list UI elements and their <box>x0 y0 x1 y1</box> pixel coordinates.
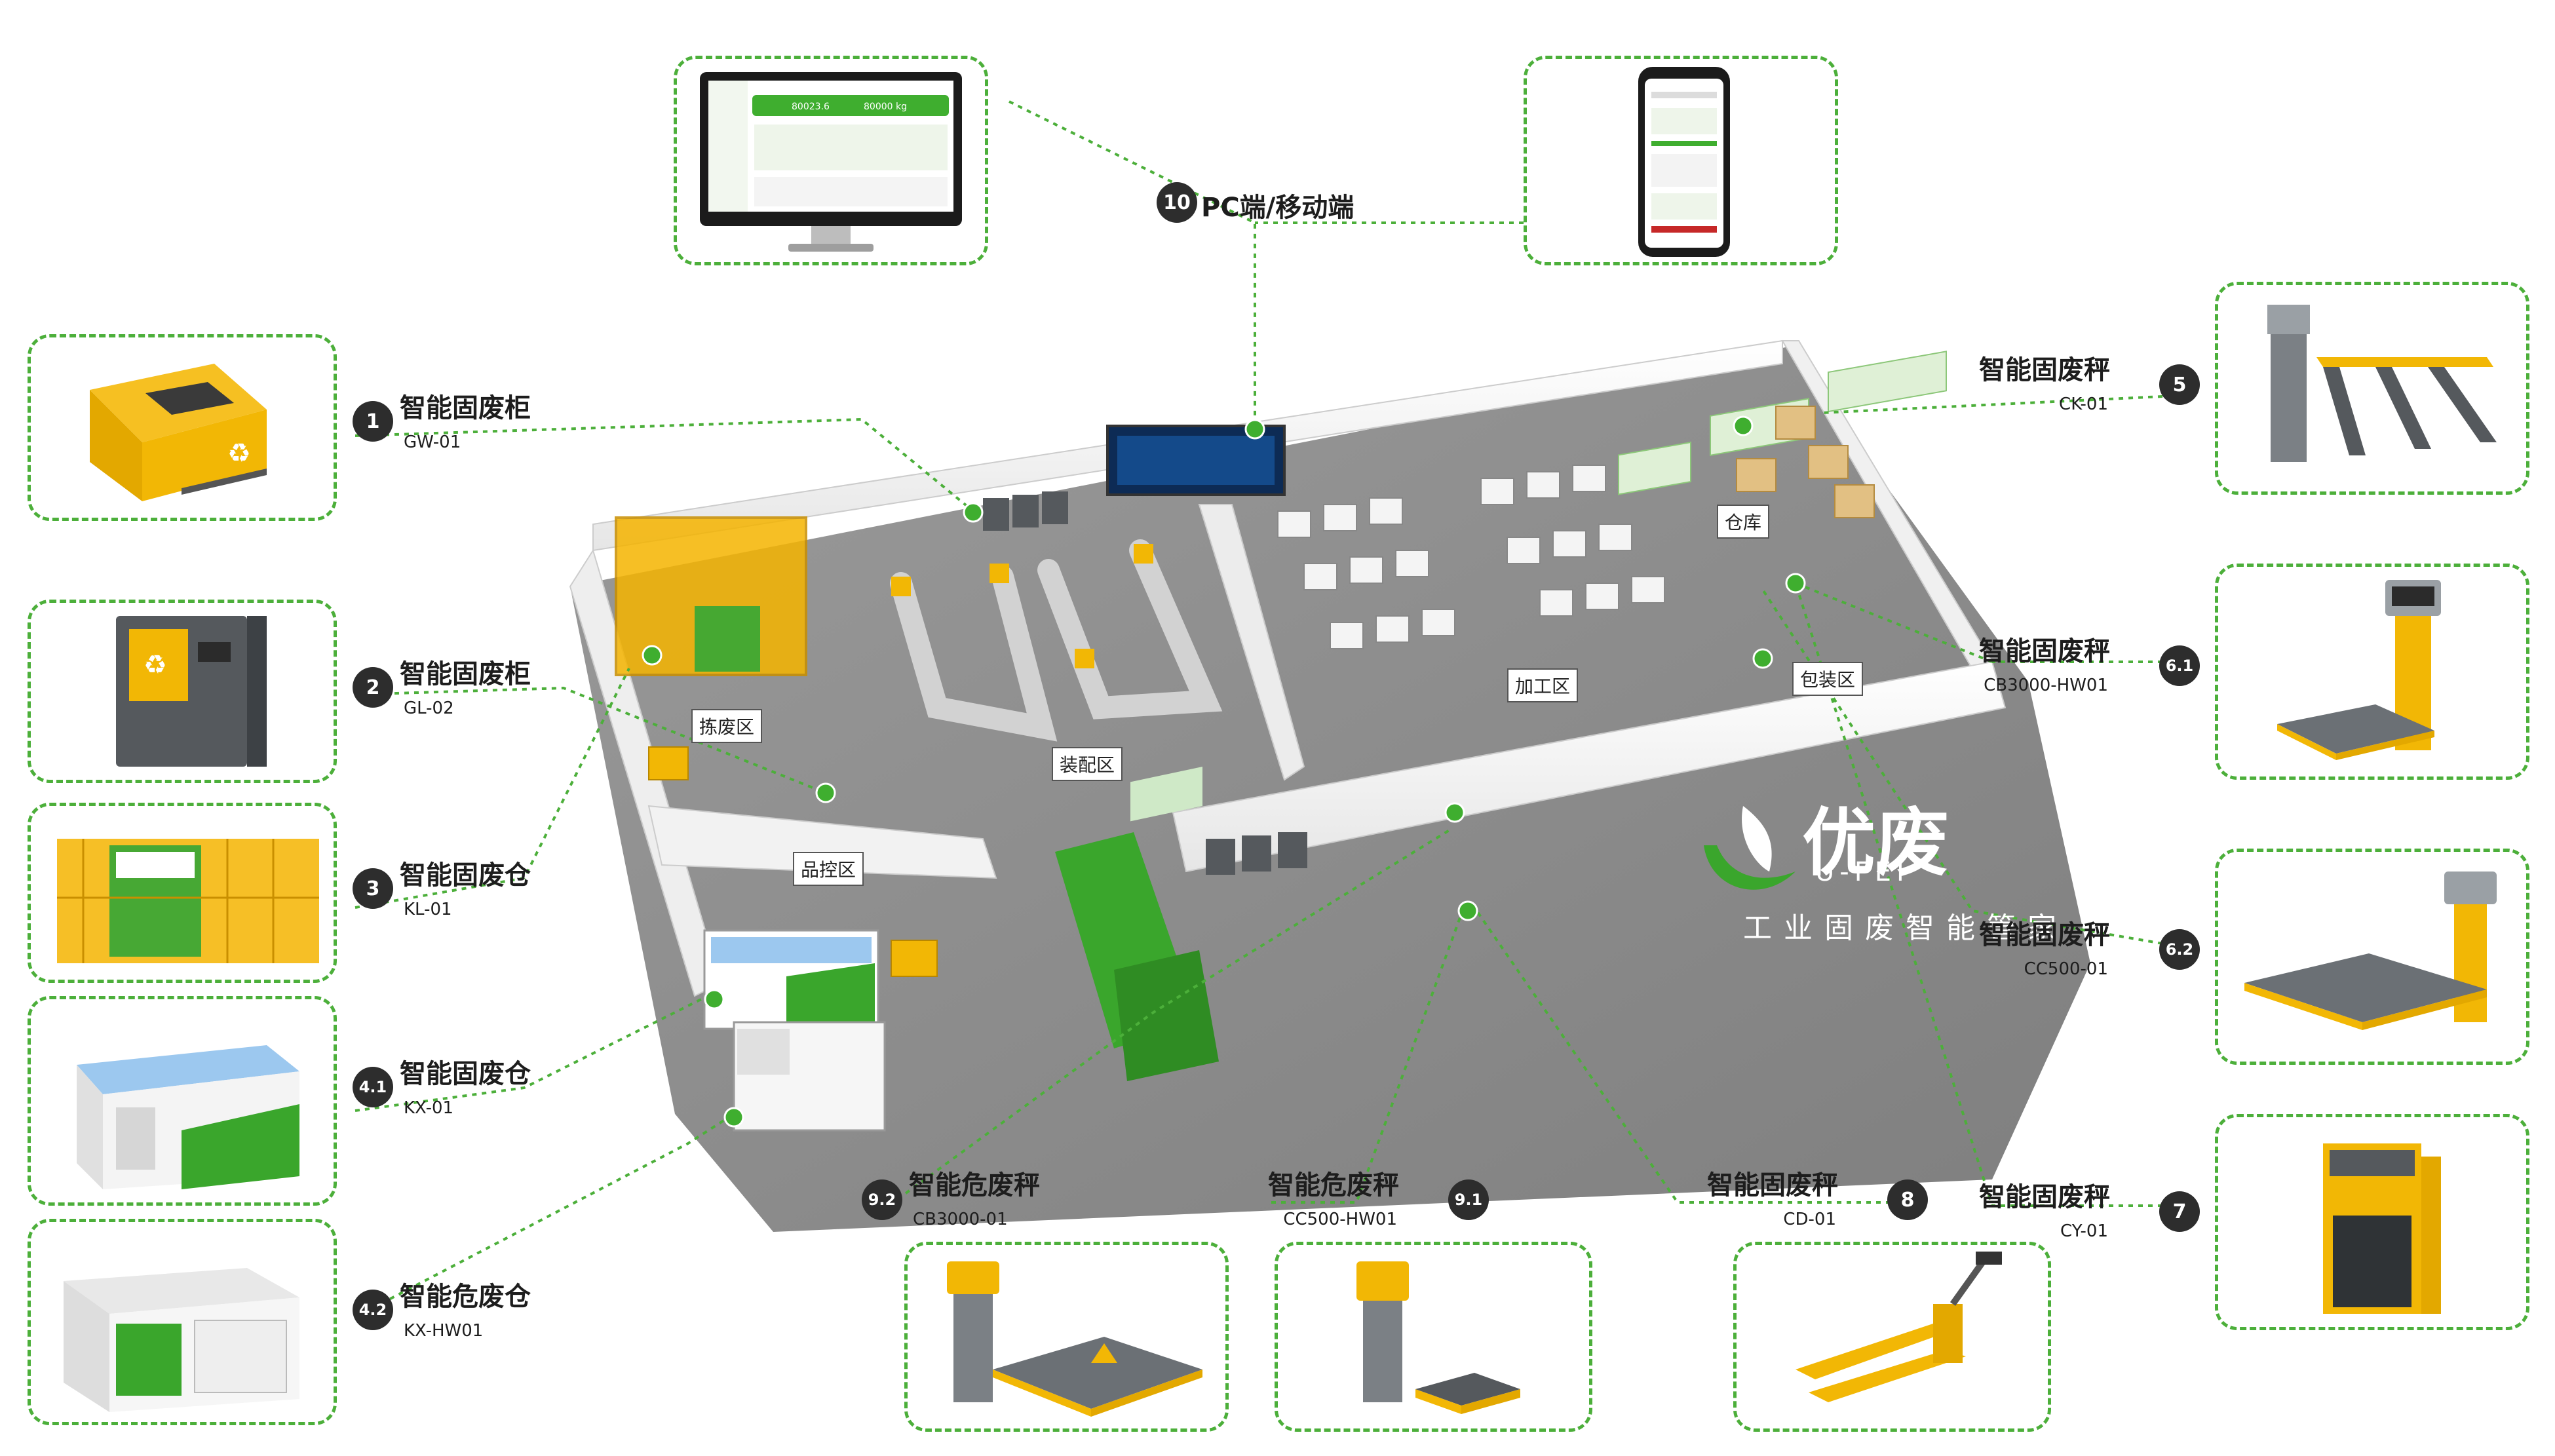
card-ck01-scale <box>2215 282 2529 495</box>
scale-cb300001-image <box>947 1261 1202 1417</box>
card-mobile-terminal <box>1524 56 1838 265</box>
pc-value-1: 80023.6 <box>792 102 830 112</box>
processing-machines <box>1277 465 1665 649</box>
zone-label-cangku: 仓库 <box>1717 505 1770 539</box>
floor-brand-english: U-FEI <box>1815 857 1910 887</box>
card-cb300001-scale <box>904 1242 1229 1432</box>
front-partition-wall <box>1172 661 2007 873</box>
zone-label-baozhuang: 包装区 <box>1792 662 1864 696</box>
scale-cc50001-image <box>2244 872 2497 1030</box>
leader-lines <box>355 100 2163 1318</box>
zone-label-pinkong: 品控区 <box>793 852 864 886</box>
floor-brand-logo <box>1704 806 1796 890</box>
card-cc500hw01-scale <box>1275 1242 1592 1432</box>
zone-label-zhuangpei: 装配区 <box>1052 747 1123 781</box>
zone-label-jiagong: 加工区 <box>1507 668 1579 702</box>
card-cd01-pallet-scale <box>1733 1242 2051 1432</box>
warehouse-kl01-image <box>57 839 319 963</box>
scale-cb3000hw01-image <box>2277 580 2441 760</box>
scale-cc500hw01-image <box>1356 1261 1520 1414</box>
svg-text:♻: ♻ <box>144 650 167 680</box>
card-cc50001-scale <box>2215 849 2529 1065</box>
floor-brand-name: 优废 <box>1802 801 1949 886</box>
svg-text:♻: ♻ <box>227 438 251 469</box>
card-kl01-warehouse <box>28 803 337 983</box>
zone-label-jianfei: 拣废区 <box>691 709 763 743</box>
card-gw01-cabinet: ♻ <box>28 334 337 521</box>
pallet-scale-cd01-image <box>1796 1252 2002 1402</box>
floor-brand-tagline: 工业固废智能管家 <box>1743 911 2068 945</box>
compactor-cy01-image <box>2323 1143 2441 1314</box>
container-kxhw01-image <box>64 1268 299 1412</box>
inner-wall-assembly <box>1198 504 1305 781</box>
card-kxhw01-container <box>28 1219 337 1425</box>
warehouse-boxes <box>1736 406 1875 518</box>
pc-value-2: 80000 kg <box>864 102 907 112</box>
container-kx01-image <box>77 1045 299 1189</box>
scale-ck01-image <box>2267 305 2497 462</box>
card-gl02-cabinet: ♻ <box>28 600 337 783</box>
card-kx01-container <box>28 996 337 1206</box>
phone-image <box>1638 67 1730 257</box>
cabinet-gl02-image: ♻ <box>116 616 267 767</box>
inner-wall-qc <box>647 805 997 879</box>
card-pc-terminal: 80023.6 80000 kg <box>674 56 988 265</box>
card-cb3000hw01-scale <box>2215 564 2529 780</box>
green-truck <box>1055 766 1219 1081</box>
monitor-image: 80023.6 80000 kg <box>700 72 962 252</box>
highlight-dots <box>642 415 1806 1128</box>
card-cy01-compactor <box>2215 1114 2529 1330</box>
cabinet-gw01-image: ♻ <box>90 364 267 501</box>
